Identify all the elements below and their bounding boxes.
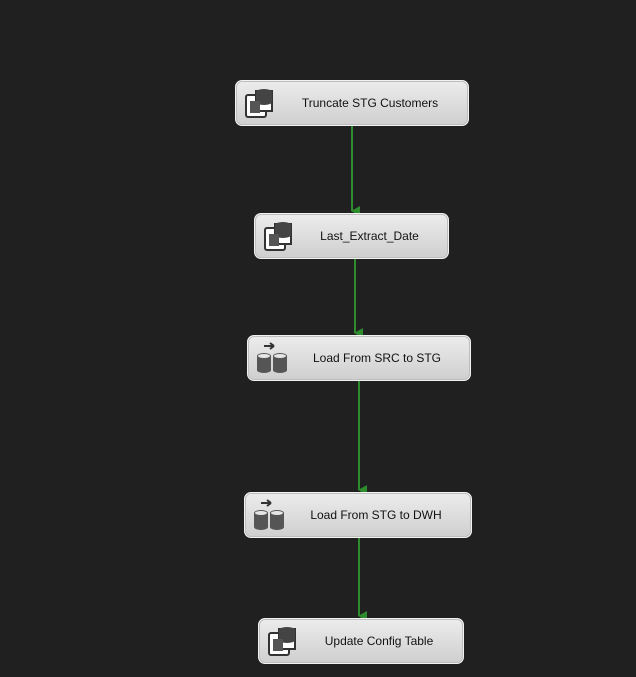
task-load-from-src-to-stg[interactable]: Load From SRC to STG (247, 335, 471, 381)
task-update-config-table[interactable]: Update Config Table (258, 618, 464, 664)
data-flow-icon (252, 338, 292, 378)
execute-sql-icon (259, 216, 299, 256)
execute-sql-icon (263, 621, 303, 661)
task-last-extract-date[interactable]: Last_Extract_Date (254, 213, 449, 259)
task-truncate-stg-customers[interactable]: Truncate STG Customers (235, 80, 469, 126)
task-load-from-stg-to-dwh[interactable]: Load From STG to DWH (244, 492, 472, 538)
data-flow-icon (249, 495, 289, 535)
task-label: Load From STG to DWH (310, 508, 442, 522)
execute-sql-icon (240, 83, 280, 123)
task-label: Truncate STG Customers (301, 96, 439, 110)
task-label: Last_Extract_Date (320, 229, 419, 243)
task-label: Load From SRC to STG (312, 351, 442, 365)
task-label: Update Config Table (324, 634, 434, 648)
